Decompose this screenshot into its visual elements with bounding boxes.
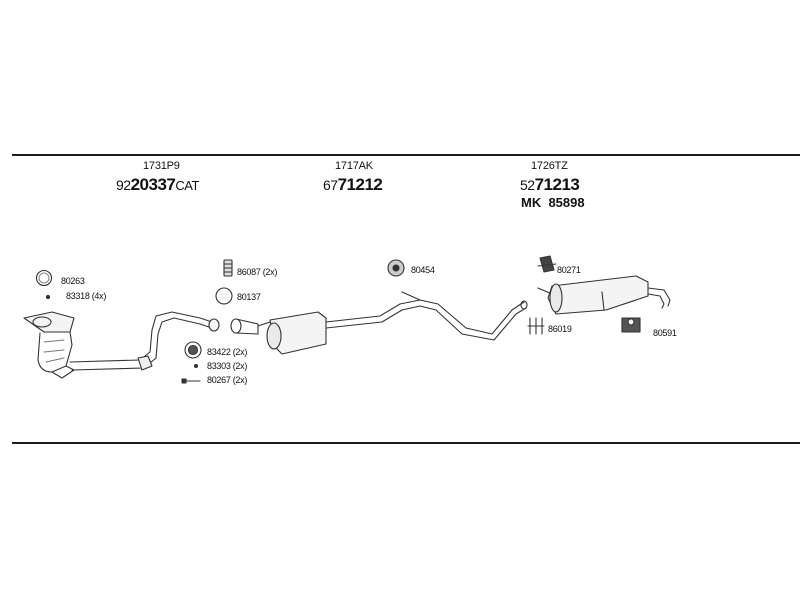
part-prefix: 67 xyxy=(323,177,338,193)
part-label-80263: 80263 xyxy=(61,276,85,286)
part-label-83422: 83422 (2x) xyxy=(207,347,248,357)
group-code-front: 1731P9 xyxy=(143,160,180,172)
part-label-80591: 80591 xyxy=(653,328,677,338)
group-part-number-middle: 6771212 xyxy=(323,175,383,195)
part-label-86019: 86019 xyxy=(548,324,572,334)
middle-silencer-icon xyxy=(257,291,528,355)
part-label-80137: 80137 xyxy=(237,292,261,302)
sealing-ring-icon xyxy=(215,287,233,305)
spring-bolt-icon xyxy=(223,259,233,277)
gasket-ring-icon xyxy=(35,269,53,287)
rubber-hanger-icon xyxy=(387,259,405,277)
pipe-connector-icon xyxy=(230,318,259,335)
bottom-divider-line xyxy=(12,442,800,444)
part-label-83318: 83318 (4x) xyxy=(66,291,107,301)
part-label-80267: 80267 (2x) xyxy=(207,375,248,385)
rear-muffler-icon xyxy=(537,275,671,315)
part-prefix: 52 xyxy=(520,177,535,193)
part-label-80454: 80454 xyxy=(411,265,435,275)
group-kit-number-rear: MK 85898 xyxy=(521,195,585,210)
group-code-middle: 1717AK xyxy=(335,160,373,172)
part-prefix: 92 xyxy=(116,177,131,193)
rear-hanger-icon xyxy=(621,317,641,333)
mounting-rubber-icon xyxy=(537,255,557,273)
small-nut-icon xyxy=(193,363,199,369)
flange-gasket-icon xyxy=(184,341,202,359)
nut-icon xyxy=(45,294,51,300)
part-label-86087: 86087 (2x) xyxy=(237,267,278,277)
part-suffix: CAT xyxy=(175,178,199,193)
part-label-80271: 80271 xyxy=(557,265,581,275)
catalytic-converter-icon xyxy=(23,311,75,379)
part-number: 71213 xyxy=(534,175,580,194)
top-divider-line xyxy=(12,154,800,156)
part-number: 20337 xyxy=(130,175,176,194)
pipe-clamp-icon xyxy=(527,317,545,335)
group-part-number-front: 9220337CAT xyxy=(116,175,199,195)
part-number: 71212 xyxy=(337,175,383,194)
part-label-83303: 83303 (2x) xyxy=(207,361,248,371)
bolt-icon xyxy=(181,378,201,384)
group-part-number-rear: 5271213 xyxy=(520,175,580,195)
group-code-rear: 1726TZ xyxy=(531,160,568,172)
front-pipe-icon xyxy=(69,311,220,371)
